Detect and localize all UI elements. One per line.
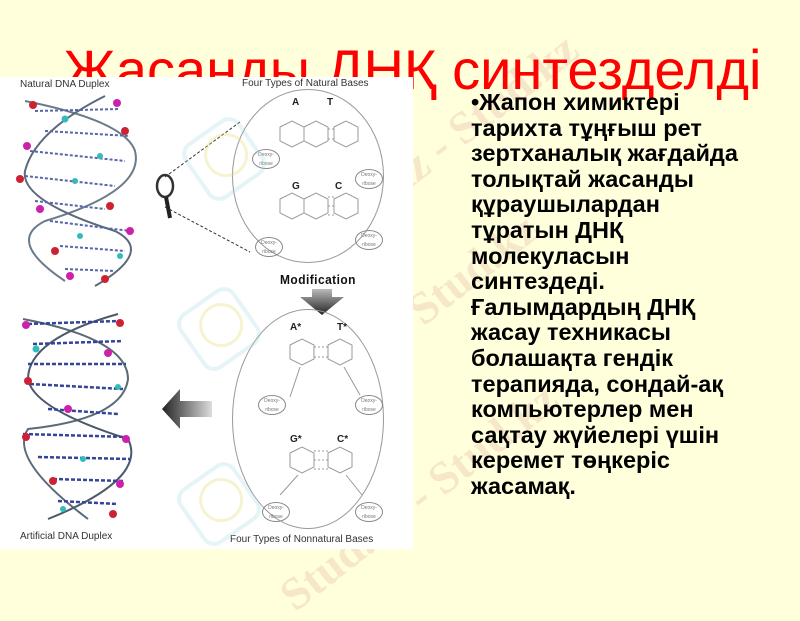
body-line: сақтау жүйелері үшін xyxy=(471,421,720,448)
base-g-star: G* xyxy=(290,434,302,445)
down-arrow-icon xyxy=(300,289,344,315)
base-a: A xyxy=(292,97,300,108)
base-c-star: C* xyxy=(337,434,349,445)
body-line: синтездеді. xyxy=(471,268,605,295)
base-t: T xyxy=(327,97,334,108)
natural-bases-label: Four Types of Natural Bases xyxy=(242,78,369,89)
body-line: жасамақ. xyxy=(471,472,576,499)
body-line: зертханалық жағдайда xyxy=(471,140,738,167)
body-line: құраушылардан xyxy=(471,191,660,218)
ribose-label: Deoxy-ribose xyxy=(262,502,290,522)
ribose-label: Deoxy-ribose xyxy=(355,169,383,189)
body-line: •Жапон химиктері xyxy=(471,89,680,115)
base-t-star: T* xyxy=(337,322,347,333)
modification-label: Modification xyxy=(280,272,356,287)
natural-bases-circle xyxy=(232,89,384,263)
nonnatural-base-structures xyxy=(279,338,363,496)
natural-dna-helix-icon xyxy=(16,95,137,287)
body-line: компьютерлер мен xyxy=(471,396,694,423)
ribose-label: Deoxy-ribose xyxy=(355,502,383,522)
zoom-lines xyxy=(164,121,251,253)
ribose-label: Deoxy-ribose xyxy=(255,237,283,257)
magnifier-icon xyxy=(155,173,175,219)
body-line: болашақта гендік xyxy=(471,344,674,371)
body-paragraph: •Жапон химиктері тарихта тұңғыш рет зерт… xyxy=(471,89,800,500)
body-line: жасау техникасы xyxy=(471,319,671,346)
artificial-duplex-label: Artificial DNA Duplex xyxy=(20,531,113,542)
body-line: Ғалымдардың ДНҚ xyxy=(471,293,696,320)
base-a-star: A* xyxy=(290,322,302,333)
ribose-label: Deoxy-ribose xyxy=(355,230,383,250)
body-line: терапияда, сондай-ақ xyxy=(471,370,724,397)
body-line: толықтай жасанды xyxy=(471,165,694,192)
natural-duplex-label: Natural DNA Duplex xyxy=(20,79,110,90)
base-c: C xyxy=(335,181,343,192)
dna-figure: Natural DNA Duplex Four Types of Natural… xyxy=(0,77,413,549)
ribose-label: Deoxy-ribose xyxy=(258,395,286,415)
body-line: молекуласын xyxy=(471,242,630,269)
nonnatural-bases-circle xyxy=(232,309,384,529)
nonnatural-bases-label: Four Types of Nonnatural Bases xyxy=(230,534,374,545)
left-arrow-icon xyxy=(162,389,212,429)
body-line: тарихта тұңғыш рет xyxy=(471,114,702,141)
body-line: тұратын ДНҚ xyxy=(471,216,624,243)
ribose-label: Deoxy-ribose xyxy=(355,395,383,415)
ribose-label: Deoxy-ribose xyxy=(252,149,280,169)
body-line: керемет төңкеріс xyxy=(471,447,670,474)
artificial-dna-helix-icon xyxy=(22,313,133,520)
base-g: G xyxy=(292,181,300,192)
natural-base-structures xyxy=(279,120,359,220)
